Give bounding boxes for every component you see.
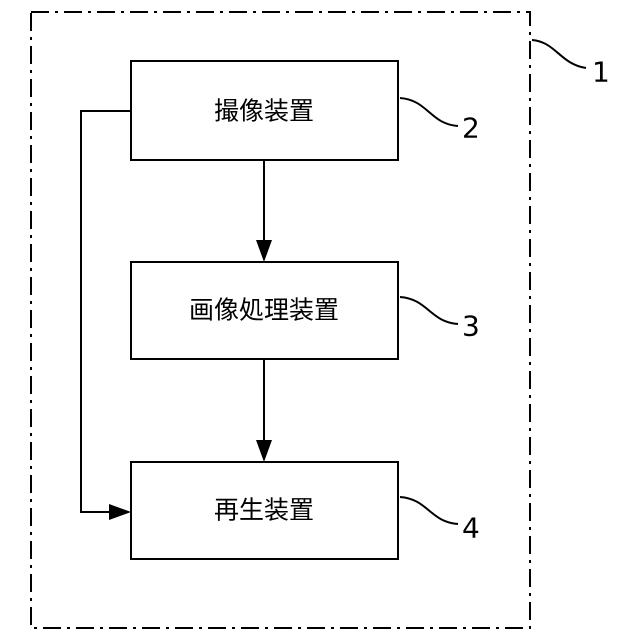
playback-device-reference-numeral: 4	[462, 512, 480, 545]
system-leader-line	[532, 40, 586, 68]
imaging-device-reference-numeral: 2	[462, 112, 480, 145]
arrowhead-icon	[256, 240, 272, 262]
block-image-processing-device: 画像処理装置 3	[131, 262, 480, 359]
block-playback-device: 再生装置 4	[131, 462, 480, 559]
image-processing-device-label: 画像処理装置	[189, 296, 339, 325]
connection-imaging-to-processing	[256, 160, 272, 262]
arrowhead-icon	[109, 504, 131, 520]
block-imaging-device: 撮像装置 2	[131, 61, 480, 160]
connection-imaging-to-playback	[81, 111, 131, 520]
image-processing-device-leader-line	[400, 297, 458, 324]
connection-processing-to-playback	[256, 359, 272, 462]
system-reference-numeral: 1	[592, 56, 610, 89]
imaging-device-leader-line	[400, 98, 458, 126]
playback-device-label: 再生装置	[214, 496, 314, 525]
playback-device-leader-line	[400, 497, 458, 524]
imaging-device-label: 撮像装置	[214, 97, 314, 126]
arrowhead-icon	[256, 440, 272, 462]
image-processing-device-reference-numeral: 3	[462, 310, 480, 343]
connection-line	[81, 111, 131, 512]
